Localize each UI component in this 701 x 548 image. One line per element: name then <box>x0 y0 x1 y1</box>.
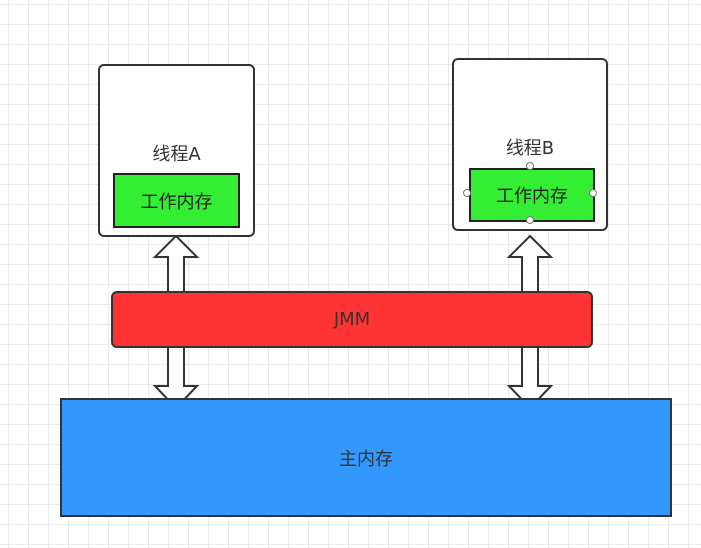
thread-a-label: 线程A <box>152 144 201 165</box>
selection-handle-right[interactable] <box>589 189 597 197</box>
thread-b-label: 线程B <box>505 138 555 159</box>
jmm-label: JMM <box>333 309 371 330</box>
selection-handle-bottom[interactable] <box>526 216 534 224</box>
jmm-bar: JMM <box>111 291 593 348</box>
arrow-thread-a-down <box>152 346 200 410</box>
arrow-thread-a-up <box>152 234 200 293</box>
thread-b-work-memory[interactable]: 工作内存 <box>469 168 595 222</box>
main-memory-label: 主内存 <box>339 448 393 470</box>
thread-a-box: 线程A 工作内存 <box>98 64 255 237</box>
selection-handle-top[interactable] <box>526 162 534 170</box>
thread-a-work-memory: 工作内存 <box>113 173 240 228</box>
arrow-thread-b-down <box>506 346 554 410</box>
main-memory-box: 主内存 <box>60 398 672 517</box>
thread-b-box: 线程B 工作内存 <box>452 58 608 231</box>
arrow-thread-b-up <box>506 234 554 293</box>
selection-handle-left[interactable] <box>463 189 471 197</box>
